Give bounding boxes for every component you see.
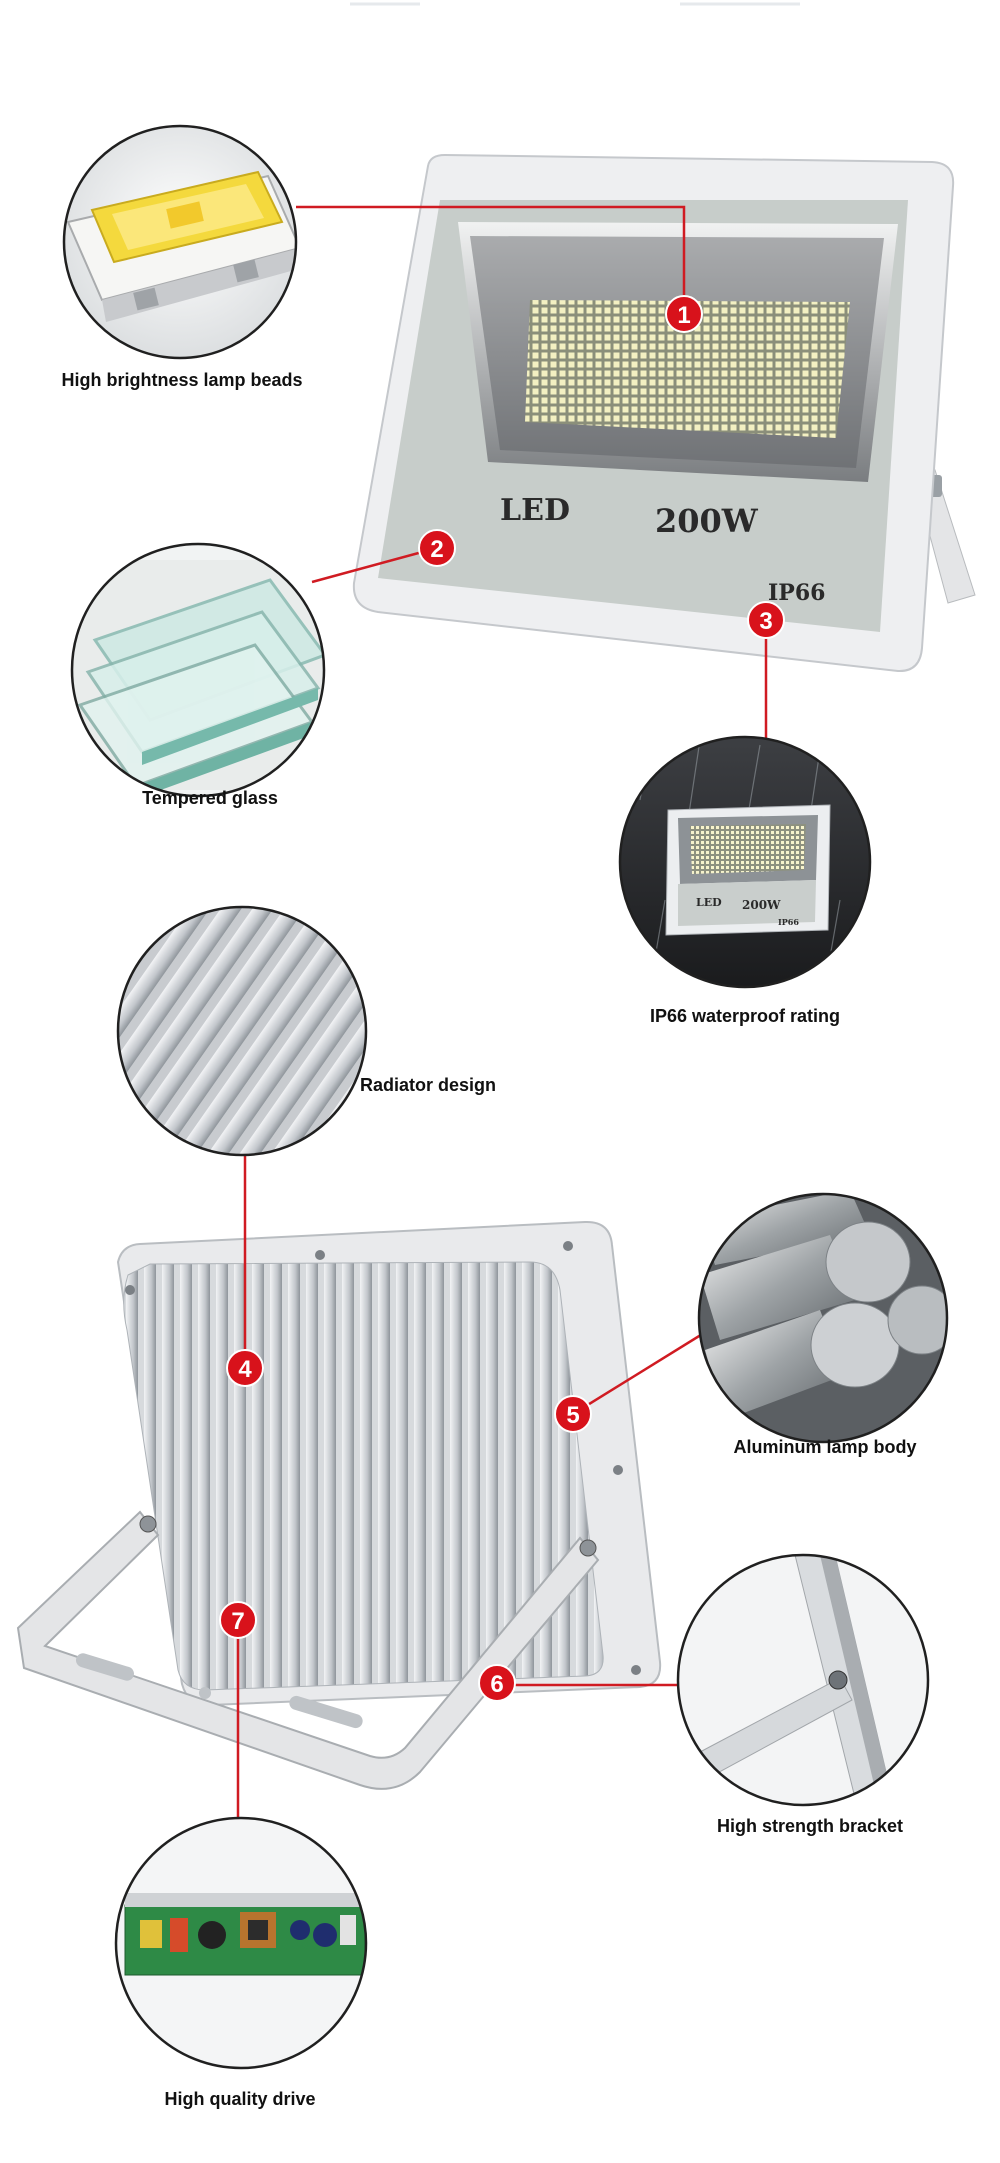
front-power-text: 200W: [655, 502, 759, 540]
detail-circle-tempered-glass: [70, 542, 326, 798]
badge-3-number: 3: [759, 608, 772, 635]
badge-3: 3: [747, 601, 785, 639]
front-brand-text: LED: [500, 493, 570, 528]
svg-text:200W: 200W: [742, 898, 781, 912]
svg-text:LED: LED: [696, 896, 722, 909]
badge-5: 5: [554, 1395, 592, 1433]
detail-circle-driver: [114, 1816, 368, 2070]
badge-5-number: 5: [566, 1402, 579, 1429]
badge-6-number: 6: [490, 1671, 503, 1698]
front-rating-text: IP66: [768, 580, 825, 606]
badge-1-number: 1: [677, 302, 690, 329]
badge-4-number: 4: [238, 1356, 252, 1383]
floodlight-back: [16, 1220, 662, 1790]
detail-circle-aluminum: [697, 1192, 949, 1444]
floodlight-front: LED 200W IP66: [352, 153, 976, 673]
badge-1: 1: [665, 295, 703, 333]
leader-lines: [236, 205, 768, 1818]
badge-2-number: 2: [430, 536, 443, 563]
badge-7-number: 7: [231, 1608, 244, 1635]
svg-text:IP66: IP66: [778, 917, 799, 927]
label-aluminum: Aluminum lamp body: [733, 1437, 917, 1457]
detail-circle-radiator: [116, 905, 368, 1157]
label-driver: High quality drive: [164, 2089, 316, 2109]
badge-2: 2: [418, 529, 456, 567]
label-radiator: Radiator design: [360, 1075, 497, 1095]
detail-circle-ip66: LED 200W IP66: [618, 735, 872, 989]
detail-circle-lamp-beads: [62, 124, 298, 360]
badge-7: 7: [219, 1601, 257, 1639]
label-lamp-beads: High brightness lamp beads: [61, 370, 303, 390]
label-tempered-glass: Tempered glass: [142, 788, 278, 808]
badge-6: 6: [478, 1664, 516, 1702]
label-bracket: High strength bracket: [716, 1816, 904, 1836]
label-ip66: IP66 waterproof rating: [649, 1006, 841, 1026]
badge-4: 4: [226, 1349, 264, 1387]
detail-circle-bracket: [676, 1553, 930, 1807]
